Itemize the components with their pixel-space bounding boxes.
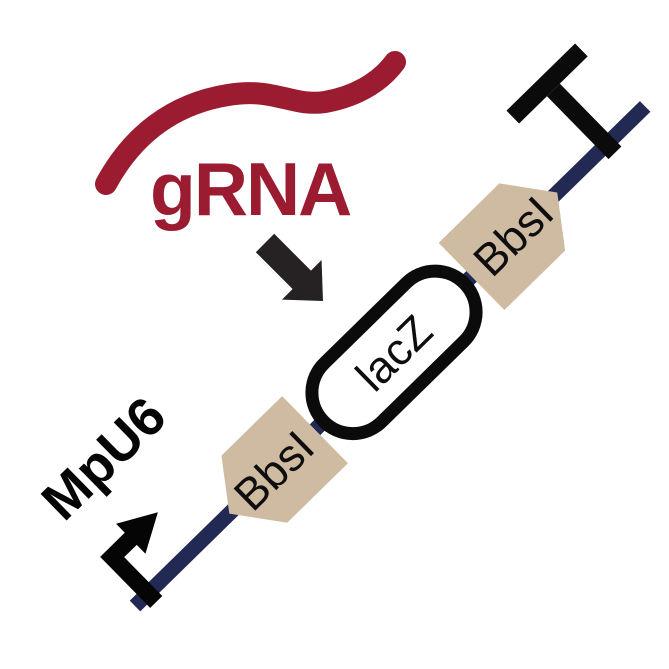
construct-diagram: BbsI lacZ BbsI [100, 43, 651, 612]
terminator-icon [506, 43, 622, 160]
grna-squiggle-icon [95, 51, 406, 195]
bbsi-site-left [221, 396, 348, 523]
promoter-label: MpU6 [30, 386, 177, 532]
grna-label: gRNA [150, 147, 351, 231]
insertion-arrow-icon [255, 233, 323, 301]
promoter-arrow-icon [100, 512, 163, 608]
bbsi-site-right [438, 183, 566, 311]
